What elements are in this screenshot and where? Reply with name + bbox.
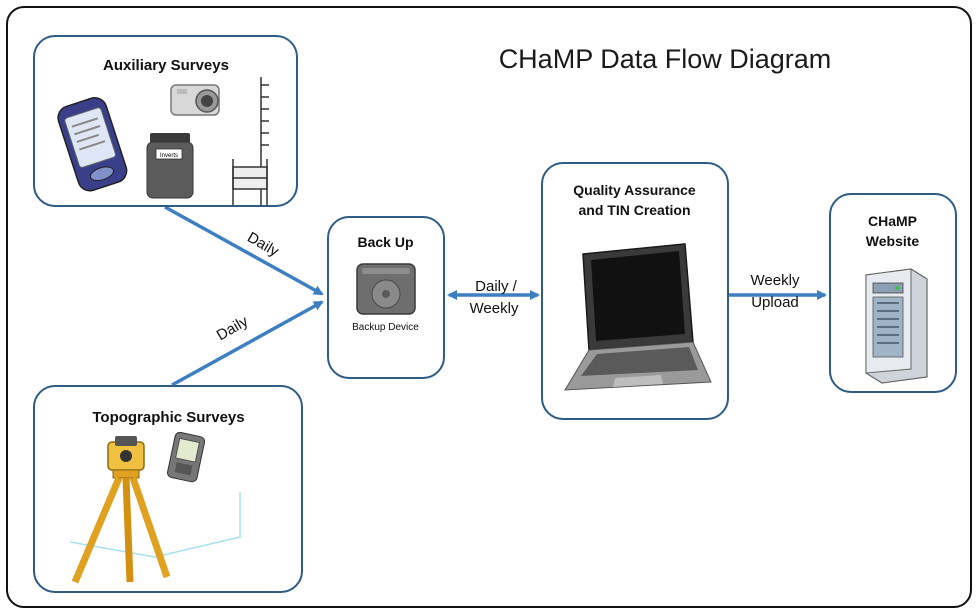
node-label: Auxiliary Surveys bbox=[103, 57, 229, 74]
sampler-frame-icon bbox=[232, 77, 269, 205]
diagram-frame bbox=[6, 6, 972, 608]
edge-label-qa-web-1: Weekly bbox=[750, 272, 800, 289]
node-label-line2: and TIN Creation bbox=[578, 202, 691, 218]
edge-label-qa-web-2: Upload bbox=[751, 294, 799, 311]
node-quality-assurance: Quality Assurance and TIN Creation bbox=[541, 162, 729, 420]
data-collector-icon bbox=[167, 432, 206, 483]
node-label: Back Up bbox=[357, 234, 414, 250]
node-label-line1: Quality Assurance bbox=[573, 182, 696, 198]
node-website: CHaMP Website bbox=[829, 193, 957, 393]
arrow-topo-to-backup bbox=[171, 300, 324, 387]
jar-label: Inverts bbox=[160, 153, 178, 159]
node-label-line2: Website bbox=[865, 233, 920, 249]
arrow-aux-to-backup bbox=[164, 205, 324, 296]
pda-icon bbox=[57, 97, 128, 192]
diagram-title: CHaMP Data Flow Diagram bbox=[498, 44, 832, 74]
server-icon bbox=[865, 268, 928, 384]
edge-label-backup-qa-1: Daily / bbox=[475, 278, 517, 295]
node-label-line1: CHaMP bbox=[867, 213, 917, 229]
camera-icon bbox=[170, 84, 220, 116]
topographic-equipment-icons bbox=[69, 432, 241, 584]
total-station-icon bbox=[71, 436, 171, 584]
node-backup: Back Up Backup Device bbox=[327, 216, 445, 379]
laptop-icon bbox=[564, 243, 712, 391]
node-topographic-surveys: Topographic Surveys bbox=[33, 385, 303, 593]
edge-label-backup-qa-2: Weekly bbox=[469, 300, 519, 317]
auxiliary-equipment-icons: Inverts bbox=[57, 77, 269, 205]
node-auxiliary-surveys: Auxiliary Surveys Inverts bbox=[33, 35, 298, 207]
hard-drive-icon bbox=[356, 263, 416, 315]
backup-device-label: Backup Device bbox=[352, 322, 419, 333]
specimen-jar-icon: Inverts bbox=[146, 133, 194, 199]
node-label: Topographic Surveys bbox=[92, 409, 245, 426]
survey-line bbox=[69, 492, 241, 558]
